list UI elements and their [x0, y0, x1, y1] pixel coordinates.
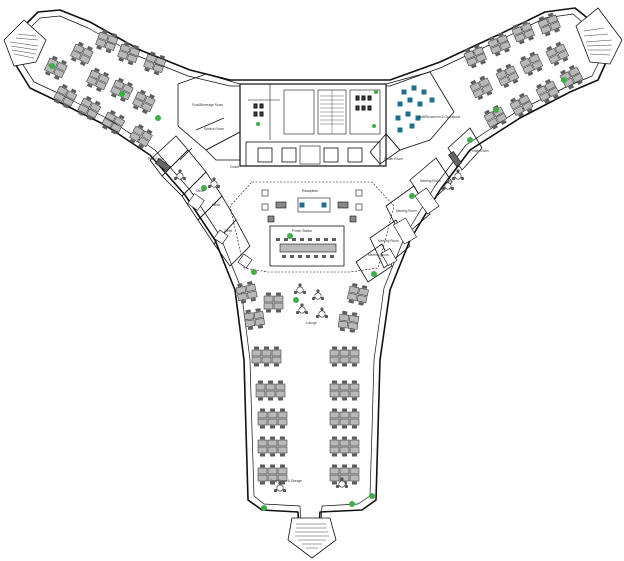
stair-left [3, 19, 47, 67]
label-office-1: Office [196, 189, 204, 193]
label-meeting-room-1: Meeting Room [420, 179, 441, 183]
room-labels: Food/Beverage Room Service Room Closet S… [148, 103, 489, 483]
label-printer-station: Printer Station [292, 229, 312, 233]
label-print-room: Print Room [148, 157, 164, 161]
label-meeting-room-3: Meeting Room [378, 239, 399, 243]
label-reception: Reception [302, 189, 318, 193]
label-office-3: Office [224, 229, 232, 233]
label-closet: Closet [230, 165, 239, 169]
workstations-right [462, 11, 586, 132]
meeting-tables [155, 151, 462, 269]
stair-bottom [287, 517, 337, 559]
lounge-tables [173, 168, 465, 493]
label-office-2: Office [212, 203, 220, 207]
label-staff-showroom: Staff/Showroom & Operations [418, 115, 461, 119]
label-meeting-room-2: Meeting Room [396, 209, 417, 213]
label-lounge: Lounge [306, 321, 317, 325]
label-copy-room: Copy Room & Storage [270, 479, 302, 483]
label-food-beverage: Food/Beverage Room [192, 103, 224, 107]
reception-zone [229, 181, 395, 273]
workstations-left [42, 28, 168, 151]
central-core [239, 83, 387, 167]
stair-right [575, 7, 623, 65]
label-service-room: Service Room [204, 127, 224, 131]
left-wing-rooms [149, 73, 251, 267]
label-meeting-room-4: Meeting Room [368, 253, 389, 257]
label-printer-room-right: Printer Room [470, 149, 489, 153]
label-printer-room: Printer Room [384, 157, 403, 161]
